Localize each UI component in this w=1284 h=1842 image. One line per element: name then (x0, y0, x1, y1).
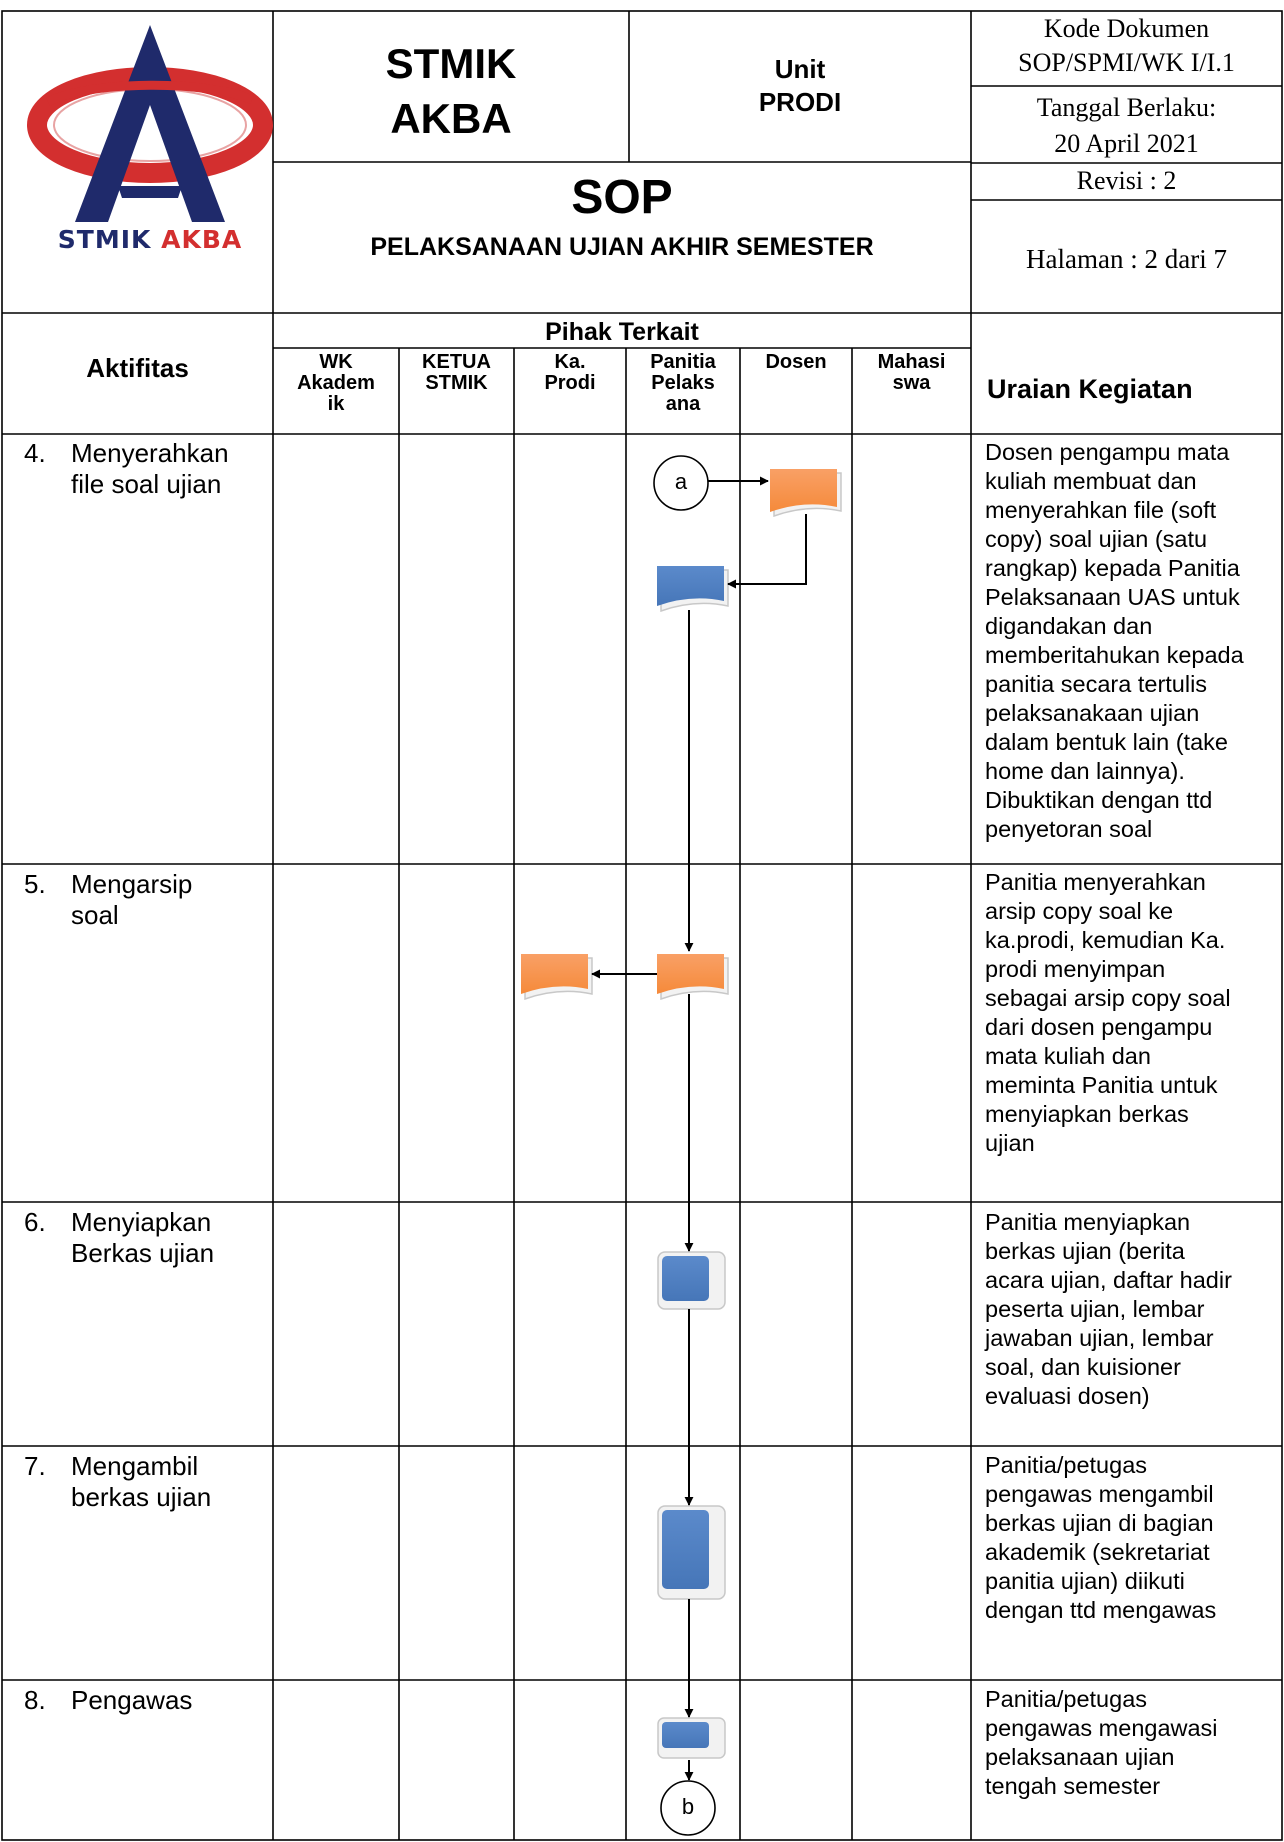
row-6-description: Panitia menyiapkan berkas ujian (berita … (985, 1209, 1232, 1409)
logo-lettering: STMIK AKBA (58, 225, 242, 254)
connector-b-label: b (681, 1794, 695, 1819)
org-name-line2: AKBA (390, 95, 512, 142)
table-grid (1, 10, 1283, 1841)
effective-date-label: Tanggal Berlaku: (1036, 93, 1217, 122)
row-6-number: 6. (24, 1207, 46, 1237)
row-8-number: 8. (24, 1685, 46, 1715)
arrow-dosen-to-panitia (727, 514, 807, 589)
effective-date-value: 20 April 2021 (1054, 129, 1199, 158)
lane-header-panitia: Panitia Pelaks ana (650, 351, 716, 415)
lane-header-wk-akademik: WK Akadem ik (297, 351, 375, 415)
document-shape-panitia-archive (657, 954, 729, 1001)
lane-header-ketua-stmik: KETUA STMIK (422, 351, 491, 394)
process-shape-collect-files (657, 1505, 726, 1600)
flow-diagram (521, 455, 842, 1836)
process-shape-prepare-files (657, 1251, 726, 1310)
doc-code-value: SOP/SPMI/WK I/I.1 (1018, 48, 1235, 77)
row-8-description: Panitia/petugas pengawas mengawasi pelak… (985, 1686, 1218, 1799)
lane-header-ka-prodi: Ka. Prodi (544, 351, 596, 394)
row-5-number: 5. (24, 869, 46, 899)
lane-header-dosen: Dosen (765, 351, 827, 373)
row-7-activity: Mengambil berkas ujian (71, 1451, 212, 1512)
sop-subtitle: PELAKSANAAN UJIAN AKHIR SEMESTER (370, 233, 874, 261)
document-shape-panitia-submission (657, 566, 729, 613)
activity-column-header: Aktifitas (86, 353, 189, 383)
connector-b (660, 1780, 716, 1836)
row-8-activity: Pengawas (71, 1685, 193, 1715)
row-4-activity: Menyerahkan file soal ujian (71, 438, 229, 499)
document-shape-dosen (770, 469, 842, 518)
row-4-number: 4. (24, 438, 46, 468)
revision-number: Revisi : 2 (1076, 166, 1177, 195)
row-4-description: Dosen pengampu mata kuliah membuat dan m… (985, 439, 1244, 842)
row-7-description: Panitia/petugas pengawas mengambil berka… (985, 1452, 1217, 1623)
row-5-description: Panitia menyerahkan arsip copy soal ke k… (985, 869, 1231, 1156)
row-5-activity: Mengarsip soal (71, 869, 193, 930)
lane-header-mahasiswa: Mahasi swa (877, 351, 946, 394)
unit-label: Unit (774, 54, 826, 84)
document-shape-kaprodi-archive (521, 954, 593, 1001)
unit-value: PRODI (758, 87, 842, 117)
description-column-header: Uraian Kegiatan (987, 374, 1193, 404)
stmik-akba-logo: STMIK AKBA (27, 25, 273, 254)
row-7-number: 7. (24, 1451, 46, 1481)
doc-code-label: Kode Dokumen (1043, 14, 1210, 43)
connector-a (653, 455, 709, 511)
org-name-line1: STMIK (385, 40, 517, 87)
parties-header: Pihak Terkait (545, 318, 699, 346)
sop-title: SOP (571, 171, 673, 224)
page-number: Halaman : 2 dari 7 (1026, 244, 1227, 274)
process-shape-supervise (657, 1717, 726, 1759)
row-6-activity: Menyiapkan Berkas ujian (71, 1207, 215, 1268)
connector-a-label: a (674, 469, 688, 494)
